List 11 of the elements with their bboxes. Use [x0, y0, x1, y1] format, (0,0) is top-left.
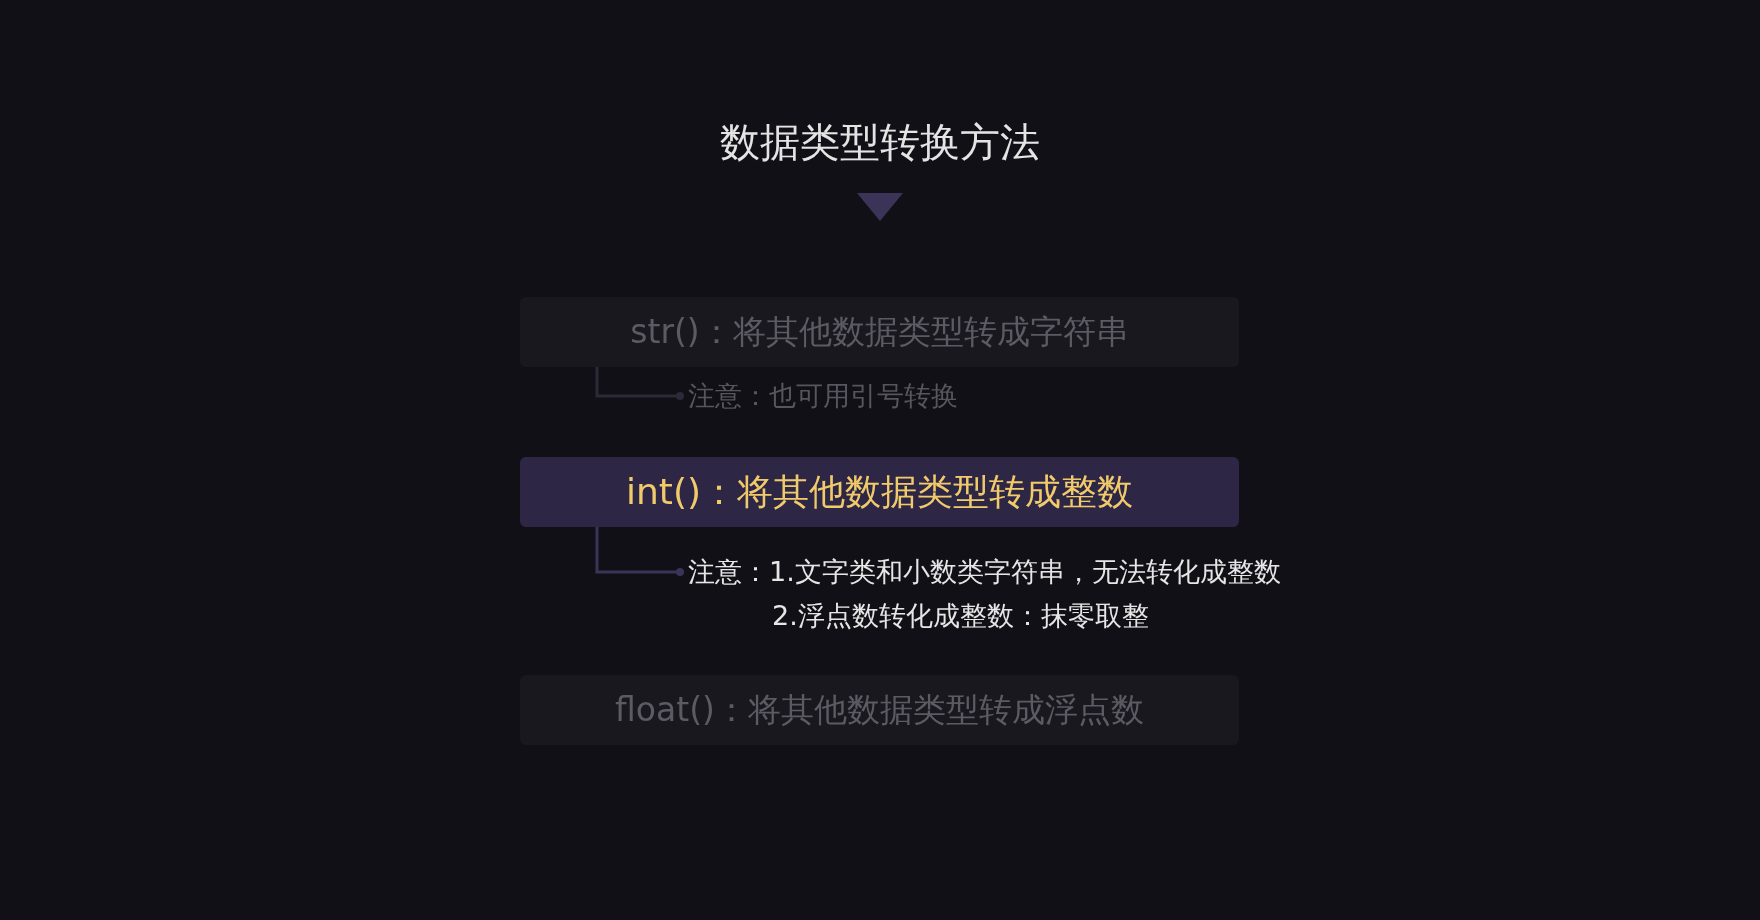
method-label: str()：将其他数据类型转成字符串 — [630, 311, 1129, 353]
method-label: int()：将其他数据类型转成整数 — [626, 470, 1133, 514]
method-box — [520, 457, 1239, 527]
method-box — [520, 297, 1239, 367]
method-label: float()：将其他数据类型转成浮点数 — [615, 689, 1144, 731]
note-text: 注意：也可用引号转换 — [688, 379, 959, 413]
note-text: 注意：1.文字类和小数类字符串，无法转化成整数 — [688, 555, 1282, 589]
leader-line — [595, 527, 684, 576]
leader-line — [595, 367, 684, 400]
note-text: 2.浮点数转化成整数：抹零取整 — [771, 599, 1150, 633]
title: 数据类型转换方法 — [719, 118, 1041, 167]
